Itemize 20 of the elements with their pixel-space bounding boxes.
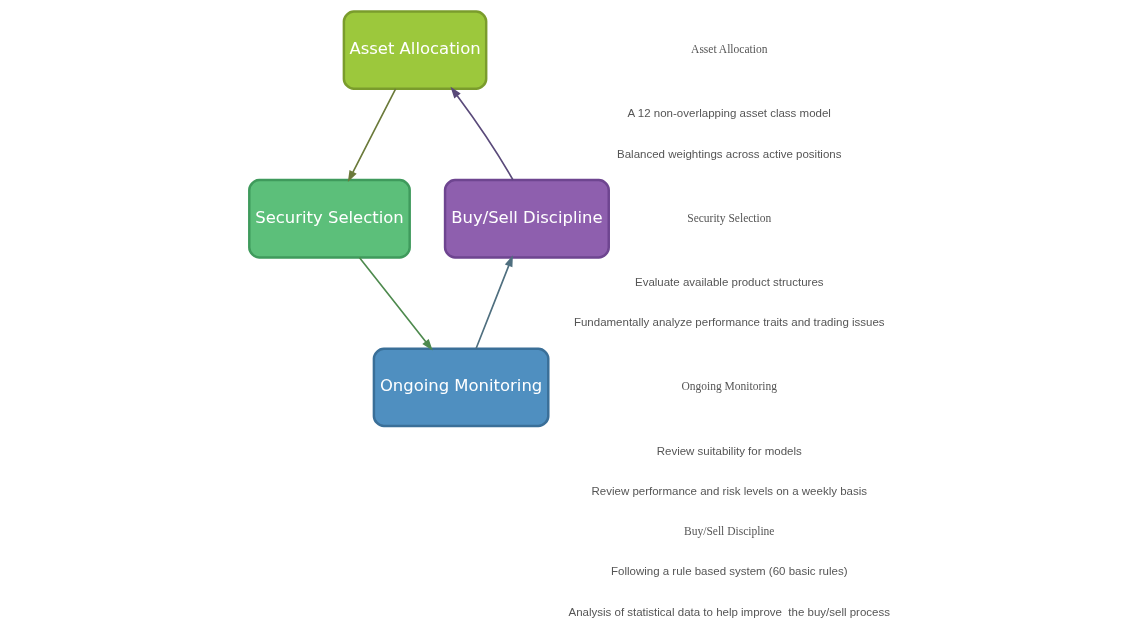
node-box: Ongoing Monitoring (372, 347, 550, 428)
label: Balanced weightings across active positions (617, 147, 842, 160)
label: Ongoing Monitoring (681, 380, 778, 393)
arrow (450, 86, 514, 181)
label: Security Selection (687, 211, 772, 224)
label: A 12 non-overlapping asset class model (627, 107, 831, 120)
label: Asset Allocation (691, 43, 768, 56)
node-box: Asset Allocation (342, 10, 488, 90)
node-box: Buy/Sell Discipline (443, 178, 610, 259)
label: Fundamentally analyze performance traits and trading issues (573, 316, 885, 329)
label: Evaluate available product structures (634, 275, 824, 288)
arrow (475, 255, 513, 350)
label: Review performance and risk levels on a weekly basis (591, 484, 867, 497)
label: Following a rule based system (60 basic rules) (611, 565, 848, 578)
label: Review suitability for models (656, 444, 802, 457)
label: Analysis of statistical data to help improve the buy/sell process (568, 605, 891, 618)
label: Buy/Sell Discipline (684, 525, 775, 538)
arrow (358, 256, 433, 351)
node-box: Security Selection (248, 178, 411, 259)
arrow (347, 88, 397, 183)
